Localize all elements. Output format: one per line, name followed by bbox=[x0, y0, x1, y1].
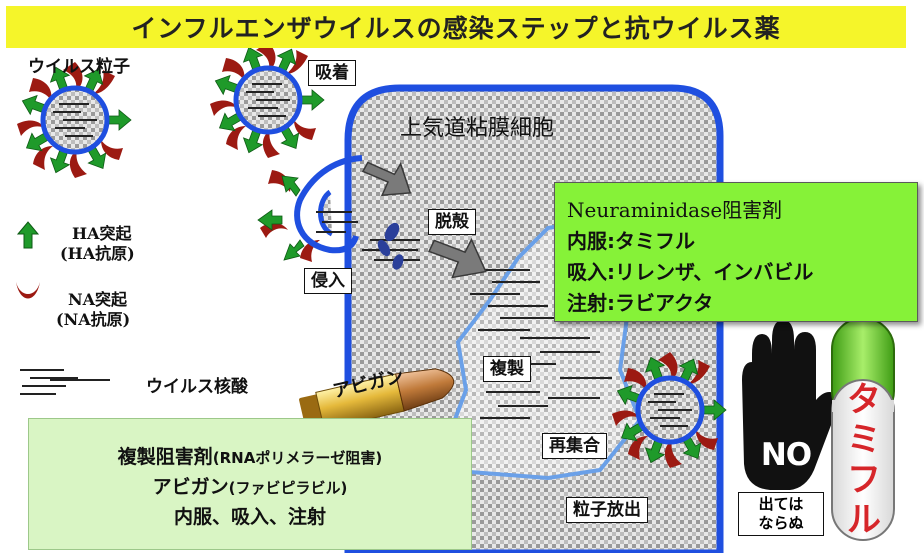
step-replication: 複製 bbox=[483, 356, 531, 382]
neuraminidase-title: Neuraminidase阻害剤 bbox=[567, 198, 783, 222]
cell-label: 上気道粘膜細胞 bbox=[400, 116, 555, 141]
stop-caption-line2: ならぬ bbox=[758, 514, 804, 532]
legend-na-line1: NA突起 bbox=[68, 290, 128, 309]
replication-inhibitor-box: 複製阻害剤(RNAポリメラーゼ阻害) アビガン(ファビピラビル) 内服、吸入、注… bbox=[28, 418, 472, 550]
neuraminidase-inhaled: 吸入:リレンザ、インバビル bbox=[567, 260, 814, 284]
replication-inhibitor-title: 複製阻害剤 bbox=[117, 446, 213, 468]
capsule-label-char: ル bbox=[847, 500, 881, 540]
stop-caption-line1: 出ては bbox=[758, 495, 804, 513]
favipiravir-generic: (ファビピラビル) bbox=[228, 479, 348, 497]
legend-ha-line2: (HA抗原) bbox=[60, 244, 135, 263]
capsule-label: タミフル bbox=[844, 380, 884, 540]
favipiravir-brand: アビガン bbox=[152, 476, 229, 498]
neuraminidase-oral: 内服:タミフル bbox=[567, 229, 695, 253]
step-release: 粒子放出 bbox=[566, 497, 648, 523]
step-adsorption: 吸着 bbox=[308, 60, 356, 86]
step-entry: 侵入 bbox=[304, 268, 352, 294]
entering-virus bbox=[257, 155, 363, 262]
stop-caption: 出ては ならぬ bbox=[738, 492, 824, 536]
replication-inhibitor-note: (RNAポリメラーゼ阻害) bbox=[212, 449, 383, 467]
legend-na-label: NA突起 (NA抗原) bbox=[56, 290, 130, 330]
legend-particle-label: ウイルス粒子 bbox=[28, 57, 130, 77]
step-reassembly: 再集合 bbox=[542, 433, 607, 459]
stop-hand-text: NO bbox=[760, 437, 812, 473]
neuraminidase-injection: 注射:ラビアクタ bbox=[567, 291, 714, 315]
capsule-icon bbox=[831, 317, 895, 541]
arrow-icon bbox=[361, 161, 487, 279]
virus-particle-icon bbox=[17, 62, 131, 178]
bullet-icon bbox=[299, 368, 455, 432]
capsule-label-char: フ bbox=[847, 460, 881, 500]
rna-strands-cell bbox=[362, 239, 612, 419]
legend-ha-label: HA突起 (HA抗原) bbox=[60, 224, 135, 264]
legend-na-line2: (NA抗原) bbox=[56, 310, 131, 329]
na-spike-icon bbox=[16, 282, 40, 299]
neuraminidase-inhibitor-box: Neuraminidase阻害剤 内服:タミフル 吸入:リレンザ、インバビル 注… bbox=[554, 182, 918, 322]
nucleic-acid-icon bbox=[20, 369, 110, 395]
capsule-label-char: ミ bbox=[847, 420, 881, 460]
page-title: インフルエンザウイルスの感染ステップと抗ウイルス薬 bbox=[6, 6, 906, 48]
legend-ha-line1: HA突起 bbox=[72, 224, 132, 243]
replication-inhibitor-line1: 複製阻害剤(RNAポリメラーゼ阻害) bbox=[29, 443, 471, 473]
legend-nucleic-acid-label: ウイルス核酸 bbox=[146, 377, 248, 397]
ha-spike-icon bbox=[16, 221, 40, 249]
replication-inhibitor-routes: 内服、吸入、注射 bbox=[173, 506, 326, 528]
virus-particle-icon bbox=[210, 42, 324, 158]
capsid-fragments bbox=[377, 222, 404, 270]
replication-inhibitor-line2: アビガン(ファビピラビル) bbox=[29, 473, 471, 503]
capsule-label-char: タ bbox=[847, 380, 881, 420]
stop-hand-icon bbox=[742, 320, 839, 490]
step-uncoating: 脱殻 bbox=[428, 209, 476, 235]
